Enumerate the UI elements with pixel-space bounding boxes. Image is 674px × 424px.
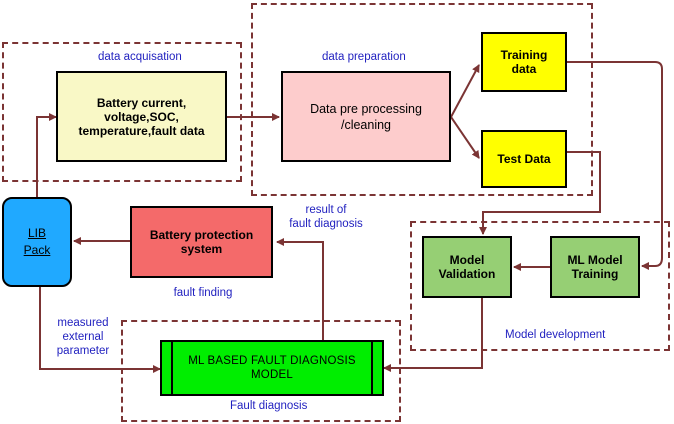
note-result-line-2: fault diagnosis (289, 218, 363, 230)
note-measured-external-parameter: measured external parameter (48, 316, 118, 358)
battery-data-line-1: Battery current, (96, 95, 187, 110)
arrow-preprocessing-to-test (450, 116, 480, 159)
ml-training-line-1: ML Model (567, 253, 623, 267)
note-measured-line-3: parameter (56, 345, 110, 357)
zone-label-development: Model development (505, 329, 606, 341)
lib-pack-node[interactable]: LIB Pack (2, 197, 72, 287)
note-fault-finding: fault finding (173, 287, 233, 299)
zone-label-preparation: data preparation (322, 51, 406, 63)
preprocessing-line-1: Data pre processing (310, 101, 422, 116)
arrow-lib-to-batterydata (36, 113, 57, 197)
test-data-label: Test Data (497, 152, 551, 166)
zone-data-acquisition (2, 42, 242, 182)
arrow-preprocessing-to-training (450, 64, 480, 118)
ml-training-line-2: Training (571, 267, 619, 281)
battery-data-node[interactable]: Battery current, voltage,SOC, temperatur… (56, 71, 227, 162)
protection-line-2: system (180, 242, 223, 256)
lib-pack-line-1: LIB (27, 226, 46, 240)
model-validation-node[interactable]: Model Validation (422, 236, 512, 298)
process-bar-left (171, 342, 173, 394)
ml-model-line-1: ML BASED FAULT DIAGNOSIS (188, 355, 356, 367)
note-measured-line-2: external (62, 331, 104, 343)
zone-label-acquisition: data acquisation (98, 51, 182, 63)
note-result-line-1: result of (305, 204, 347, 216)
training-data-line-2: data (511, 62, 537, 76)
battery-protection-node[interactable]: Battery protection system (130, 206, 273, 278)
model-validation-line-2: Validation (438, 267, 496, 281)
test-data-node[interactable]: Test Data (481, 130, 567, 188)
arrow-training-to-mltraining (567, 61, 663, 270)
arrow-test-to-validation (479, 151, 601, 235)
process-bar-right (371, 342, 373, 394)
battery-data-line-2: voltage,SOC, (104, 109, 179, 124)
arrow-mlmodel-to-protection (276, 238, 324, 340)
model-validation-line-1: Model (449, 253, 485, 267)
arrow-lib-to-mlmodel (39, 287, 161, 373)
zone-fault-diagnosis (121, 320, 401, 422)
preprocessing-line-2: /cleaning (340, 117, 392, 132)
lib-pack-line-2: Pack (23, 243, 51, 257)
ml-model-training-node[interactable]: ML Model Training (550, 236, 640, 298)
ml-model-line-2: MODEL (251, 369, 293, 381)
training-data-line-1: Training (500, 48, 548, 62)
training-data-node[interactable]: Training data (481, 32, 567, 92)
note-result-of-fault-diagnosis: result of fault diagnosis (281, 203, 371, 231)
protection-line-1: Battery protection (149, 228, 254, 242)
note-measured-line-1: measured (57, 317, 109, 329)
arrow-validation-to-mlmodel (383, 298, 483, 372)
ml-fault-diagnosis-model-node[interactable]: ML BASED FAULT DIAGNOSIS MODEL (160, 340, 384, 396)
zone-data-preparation (251, 3, 593, 196)
zone-label-diagnosis: Fault diagnosis (230, 400, 308, 412)
preprocessing-node[interactable]: Data pre processing /cleaning (281, 71, 451, 162)
battery-data-line-3: temperature,fault data (78, 123, 205, 138)
zone-model-development (410, 221, 670, 351)
